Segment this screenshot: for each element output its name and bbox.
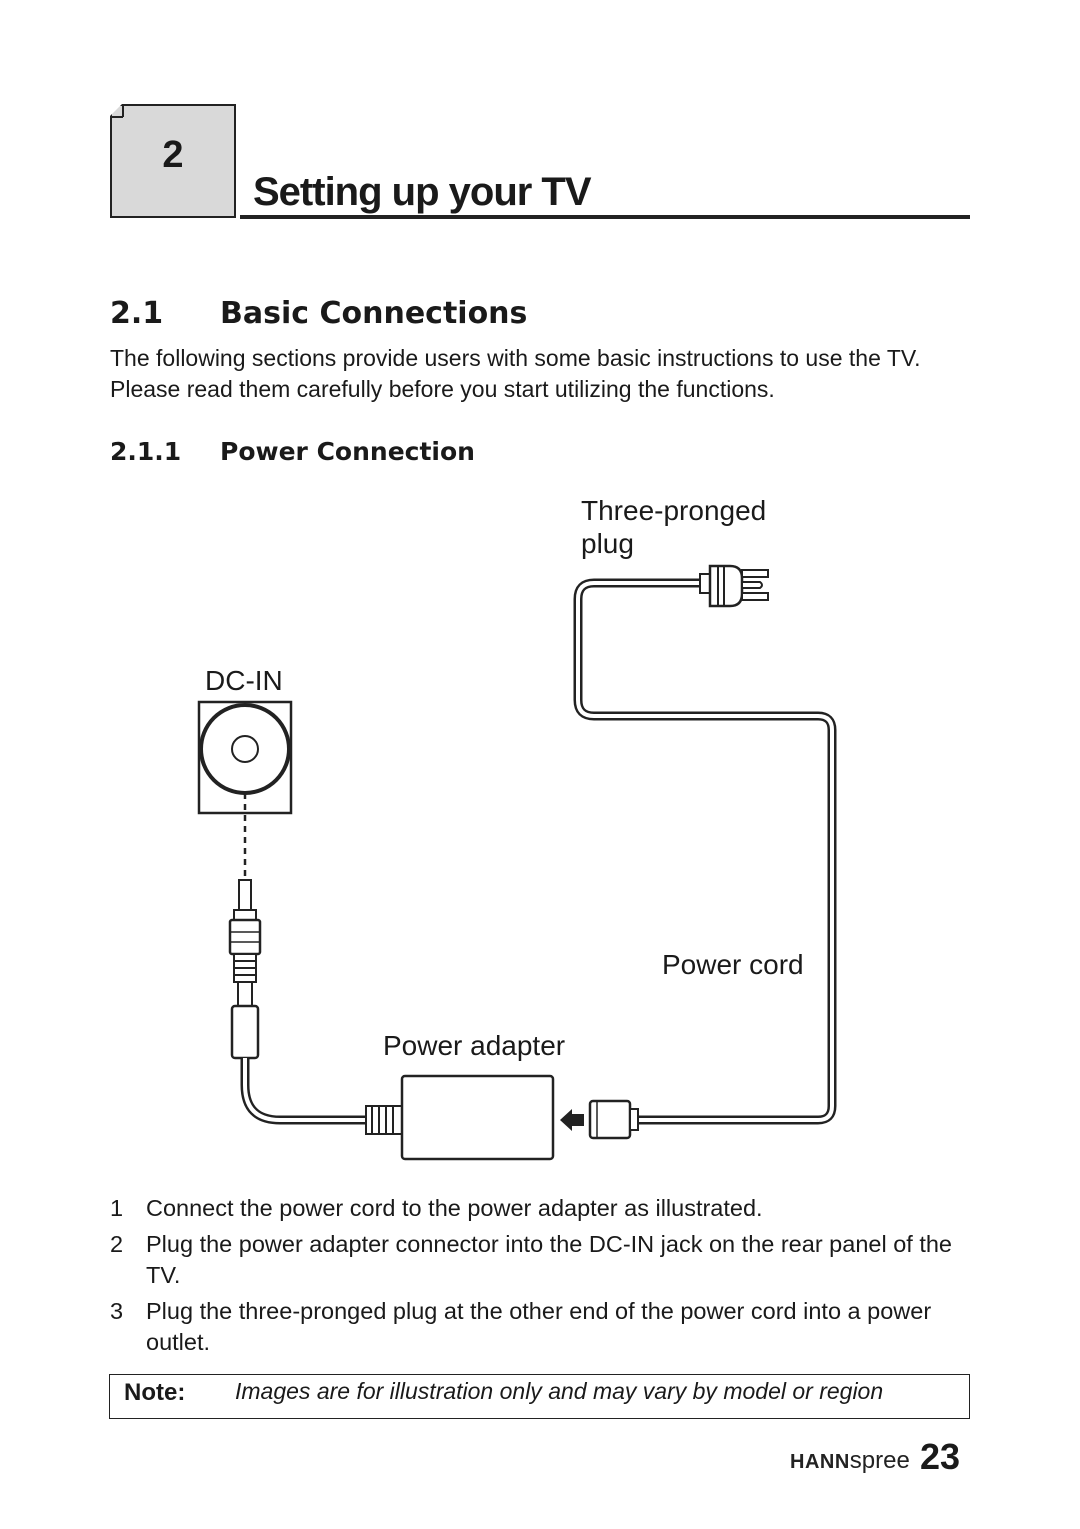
brand-rest: spree — [849, 1447, 910, 1474]
insert-arrow-icon — [560, 1109, 584, 1131]
note-box — [109, 1374, 970, 1419]
three-pronged-plug-icon — [699, 564, 769, 608]
step-text: Plug the three-pronged plug at the other… — [146, 1298, 932, 1355]
list-item: 3 Plug the three-pronged plug at the oth… — [110, 1296, 980, 1358]
page-number: 23 — [920, 1436, 961, 1477]
list-item: 1 Connect the power cord to the power ad… — [110, 1193, 980, 1224]
step-number: 1 — [110, 1195, 124, 1221]
chapter-title-rule — [240, 215, 970, 219]
dc-in-label: DC-IN — [205, 665, 283, 696]
chapter-number: 2 — [162, 134, 184, 176]
step-text: Connect the power cord to the power adap… — [146, 1195, 763, 1221]
chapter-number-box — [110, 104, 236, 218]
section-number: 2.1 — [110, 296, 164, 331]
plug-label: Three-pronged plug — [581, 495, 767, 559]
section-intro: The following sections provide users wit… — [110, 345, 921, 402]
dc-plug-connector-icon — [228, 879, 262, 1060]
list-item: 2 Plug the power adapter connector into … — [110, 1229, 980, 1291]
power-adapter-icon — [400, 1074, 555, 1161]
chapter-box-notch — [110, 104, 124, 118]
step-text: Plug the power adapter connector into th… — [146, 1231, 952, 1288]
strain-relief-icon — [365, 1105, 403, 1135]
power-cord-label: Power cord — [662, 949, 804, 980]
instruction-steps: 1 Connect the power cord to the power ad… — [110, 1193, 980, 1363]
subsection-number: 2.1.1 — [110, 437, 182, 466]
adapter-cable — [240, 1058, 366, 1125]
section-title: Basic Connections — [220, 296, 528, 331]
chapter-title: Setting up your TV — [253, 170, 592, 214]
power-cord-connector-icon — [588, 1099, 639, 1140]
dc-in-jack-icon — [197, 700, 293, 815]
power-adapter-label: Power adapter — [383, 1030, 566, 1061]
power-cord — [573, 578, 837, 1125]
brand-logo: HANNspree — [790, 1447, 910, 1475]
note-label: Note: — [124, 1379, 186, 1406]
subsection-title: Power Connection — [220, 437, 475, 466]
note-text: Images are for illustration only and may… — [235, 1378, 884, 1404]
step-number: 2 — [110, 1231, 124, 1257]
step-number: 3 — [110, 1298, 124, 1324]
brand-bold: HANN — [790, 1451, 850, 1473]
